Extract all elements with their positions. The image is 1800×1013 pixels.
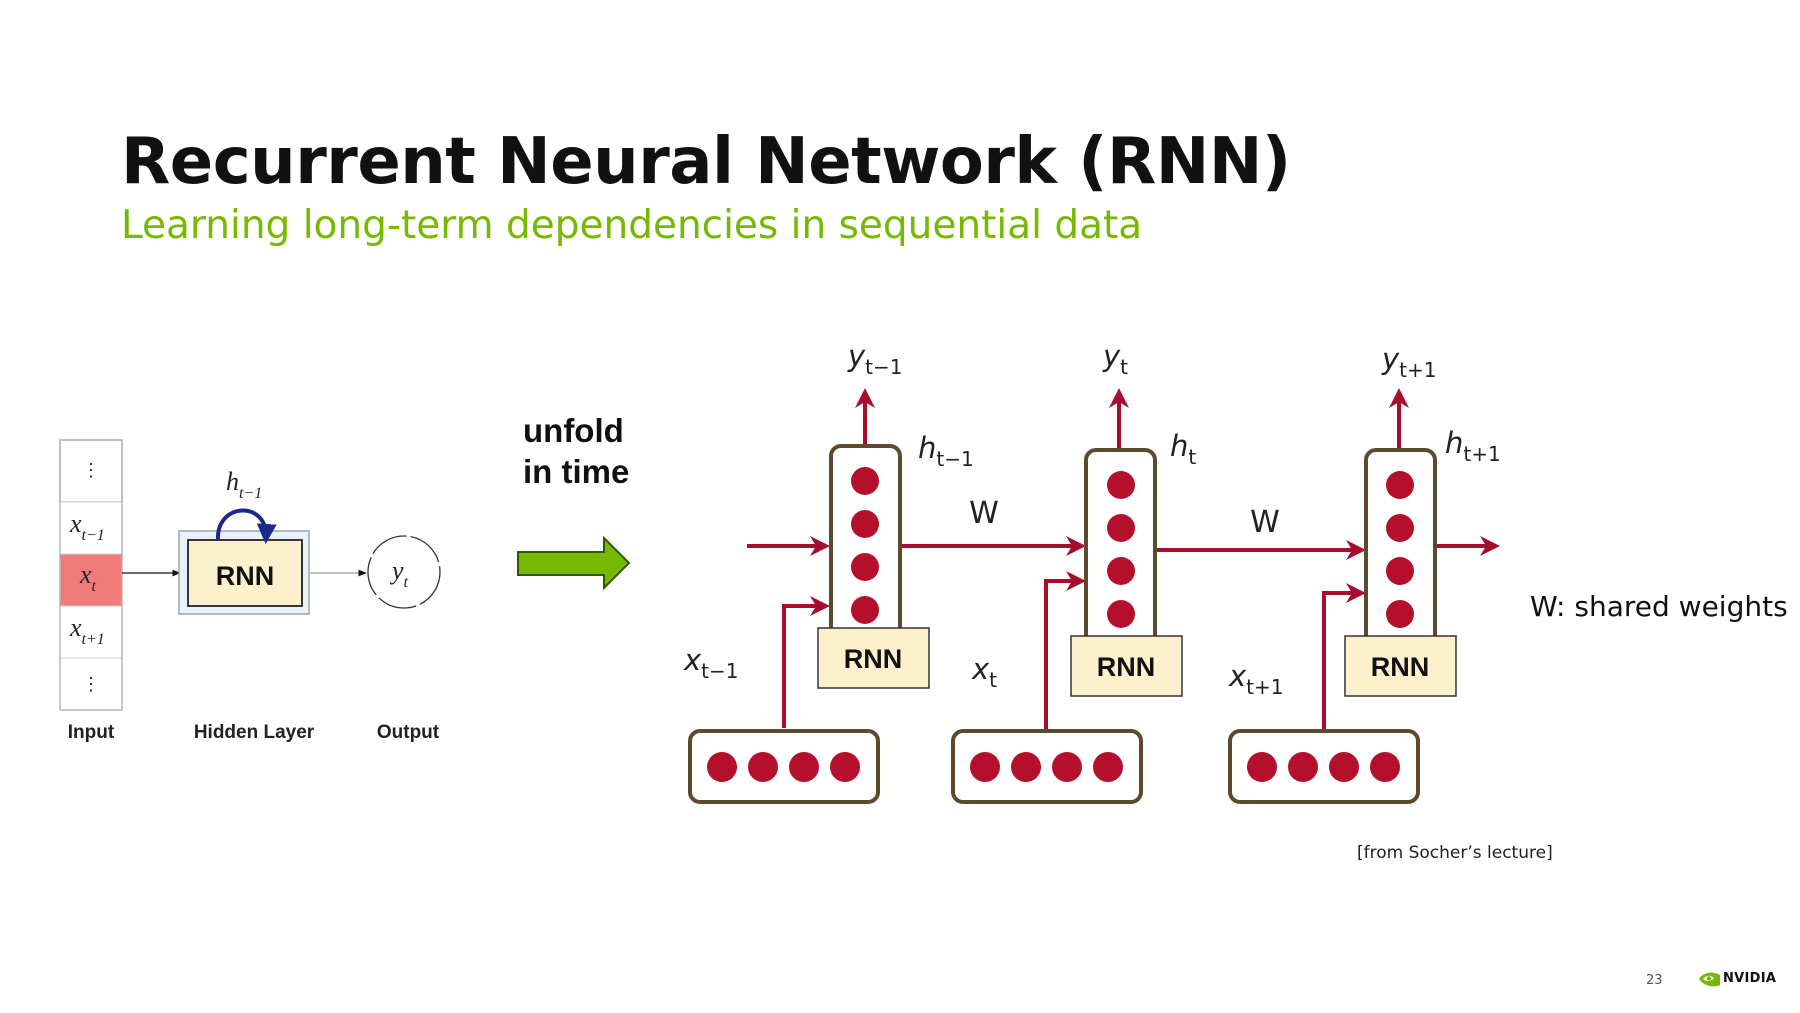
left-diagram: ⋮ xt−1 xt xt+1 ⋮ RNN ht−1 yt Input Hidde… [59, 439, 441, 743]
input-label-xt-1: xt−1 [69, 509, 105, 544]
unfold-label-line2: in time [523, 453, 630, 490]
nvidia-eye-icon [1699, 972, 1720, 987]
rnn-cell-3-label: RNN [1371, 652, 1430, 682]
input-column: ⋮ xt−1 xt xt+1 ⋮ [59, 439, 123, 711]
caption-output: Output [377, 722, 440, 743]
hidden-neuron [1107, 600, 1135, 628]
recurrent-loop-arrow [215, 508, 277, 544]
hidden-neuron [1107, 471, 1135, 499]
input-label-xt+1: xt+1 [69, 613, 105, 648]
hidden-neuron [1107, 557, 1135, 585]
slide-title: Recurrent Neural Network (RNN) [121, 125, 1291, 199]
slide-subtitle: Learning long-term dependencies in seque… [121, 203, 1143, 248]
rnn-cell-1-label: RNN [844, 644, 903, 674]
hidden-neuron [1386, 557, 1414, 585]
output-label-3: yt+1 [1381, 342, 1437, 382]
input-neuron [748, 752, 778, 782]
weight-label-2: W [1250, 505, 1280, 540]
input-arrow-3 [1322, 583, 1366, 731]
rnn-cell-left-label: RNN [216, 561, 275, 591]
unfold-label-line1: unfold [523, 412, 624, 449]
input-label-xt: xt [79, 560, 97, 595]
unfold-arrow-icon [517, 535, 631, 591]
hidden-label-1: ht−1 [918, 431, 974, 471]
input-vector-1 [688, 729, 880, 804]
input-vector-2 [951, 729, 1143, 804]
hidden-label-2: ht [1170, 429, 1196, 469]
nvidia-logo: NVIDIA [1697, 969, 1781, 991]
input-arrow-1 [782, 596, 830, 728]
input-arrow-2 [1044, 571, 1086, 731]
input-column-border [59, 439, 123, 711]
input-neuron [1288, 752, 1318, 782]
input-neuron [1370, 752, 1400, 782]
hidden-neuron [1386, 514, 1414, 542]
rnn-cell-2-label: RNN [1097, 652, 1156, 682]
hidden-neuron [851, 510, 879, 538]
timestep-t+1: yt+1 ht+1 RNN xt+1 [1228, 342, 1501, 804]
shared-weights-note: W: shared weights [1530, 590, 1788, 623]
input-cell-xt-highlight [59, 553, 123, 607]
hidden-neuron [851, 596, 879, 624]
input-neuron [1093, 752, 1123, 782]
rnn-cell-3 [1344, 635, 1457, 697]
input-cell-xt+1 [59, 605, 123, 659]
rnn-cell-2 [1070, 635, 1183, 697]
input-label-3: xt+1 [1228, 659, 1284, 699]
weight-label-1: W [969, 496, 999, 531]
hidden-neuron [1386, 600, 1414, 628]
hidden-neuron [851, 553, 879, 581]
input-neuron [1329, 752, 1359, 782]
page-number: 23 [1646, 973, 1663, 988]
input-neuron [830, 752, 860, 782]
input-neuron [789, 752, 819, 782]
input-neuron [707, 752, 737, 782]
caption-hidden-layer: Hidden Layer [194, 722, 315, 743]
rnn-cell-1 [817, 627, 930, 689]
input-neuron [1052, 752, 1082, 782]
input-vector-3 [1228, 729, 1420, 804]
input-cell-xt-1 [59, 501, 123, 555]
hidden-neuron [1386, 471, 1414, 499]
hidden-neuron [851, 467, 879, 495]
hidden-label-3: ht+1 [1445, 426, 1501, 466]
hidden-neuron [1107, 514, 1135, 542]
unfold-label: unfold in time [523, 410, 629, 492]
input-ellipsis-bottom: ⋮ [82, 674, 100, 695]
input-neuron [1247, 752, 1277, 782]
input-label-2: xt [971, 652, 997, 692]
hidden-state-label: ht−1 [226, 467, 262, 502]
unrolled-rnn: W W yt−1 ht−1 RNN xt−1 yt ht [683, 339, 1788, 804]
output-node-label: yt [389, 556, 409, 591]
timestep-t: yt ht RNN xt [951, 339, 1196, 804]
output-label-2: yt [1102, 339, 1128, 379]
input-neuron [970, 752, 1000, 782]
input-cell-ellipsis-top [59, 439, 123, 503]
nvidia-wordmark: NVIDIA [1723, 971, 1777, 986]
output-node [367, 535, 441, 609]
timestep-t-1: yt−1 ht−1 RNN xt−1 [683, 339, 974, 804]
output-label-1: yt−1 [847, 339, 903, 379]
caption-input: Input [68, 722, 115, 743]
input-ellipsis-top: ⋮ [82, 460, 100, 481]
source-credit: [from Socher’s lecture] [1357, 843, 1553, 863]
rnn-cell-left [187, 539, 303, 607]
input-label-1: xt−1 [683, 643, 739, 683]
input-neuron [1011, 752, 1041, 782]
